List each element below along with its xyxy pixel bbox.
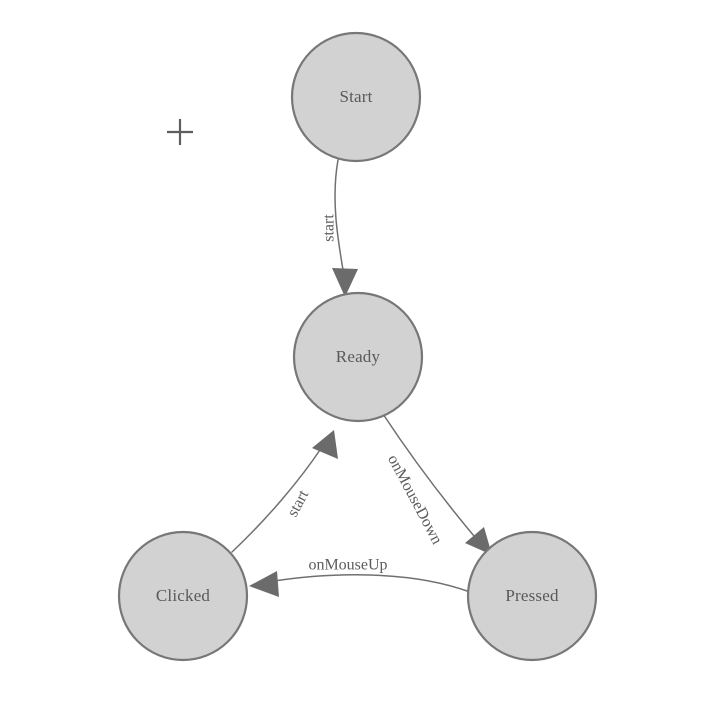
arrowhead-pressed-to-clicked — [249, 571, 279, 597]
node-label-start: Start — [339, 87, 372, 106]
node-ready[interactable]: Ready — [292, 291, 424, 423]
plus-marker-icon[interactable] — [167, 119, 193, 145]
edge-path-pressed-to-clicked — [267, 574, 471, 593]
edge-pressed-to-clicked[interactable]: onMouseUp — [249, 557, 471, 597]
arrowhead-start-to-ready — [332, 268, 358, 297]
node-circle-pressed[interactable] — [466, 530, 598, 662]
edge-path-clicked-to-ready — [231, 446, 323, 553]
edge-label-start-to-ready: start — [321, 214, 338, 242]
node-label-pressed: Pressed — [505, 586, 559, 605]
node-circle-start[interactable] — [290, 31, 422, 163]
node-label-clicked: Clicked — [156, 586, 211, 605]
node-start[interactable]: Start — [290, 31, 422, 163]
edge-ready-to-pressed[interactable]: onMouseDown — [382, 413, 492, 555]
arrowhead-clicked-to-ready — [312, 430, 338, 459]
arrowhead-ready-to-pressed — [465, 527, 492, 555]
edge-clicked-to-ready[interactable]: start — [231, 430, 338, 553]
edge-label-pressed-to-clicked: onMouseUp — [308, 557, 387, 574]
node-label-ready: Ready — [336, 347, 381, 366]
edge-label-ready-to-pressed: onMouseDown — [384, 452, 445, 547]
node-clicked[interactable]: Clicked — [117, 530, 249, 662]
node-pressed[interactable]: Pressed — [466, 530, 598, 662]
node-circle-ready[interactable] — [292, 291, 424, 423]
node-circle-clicked[interactable] — [117, 530, 249, 662]
edge-path-ready-to-pressed — [382, 413, 480, 543]
edge-start-to-ready[interactable]: start — [321, 159, 358, 297]
